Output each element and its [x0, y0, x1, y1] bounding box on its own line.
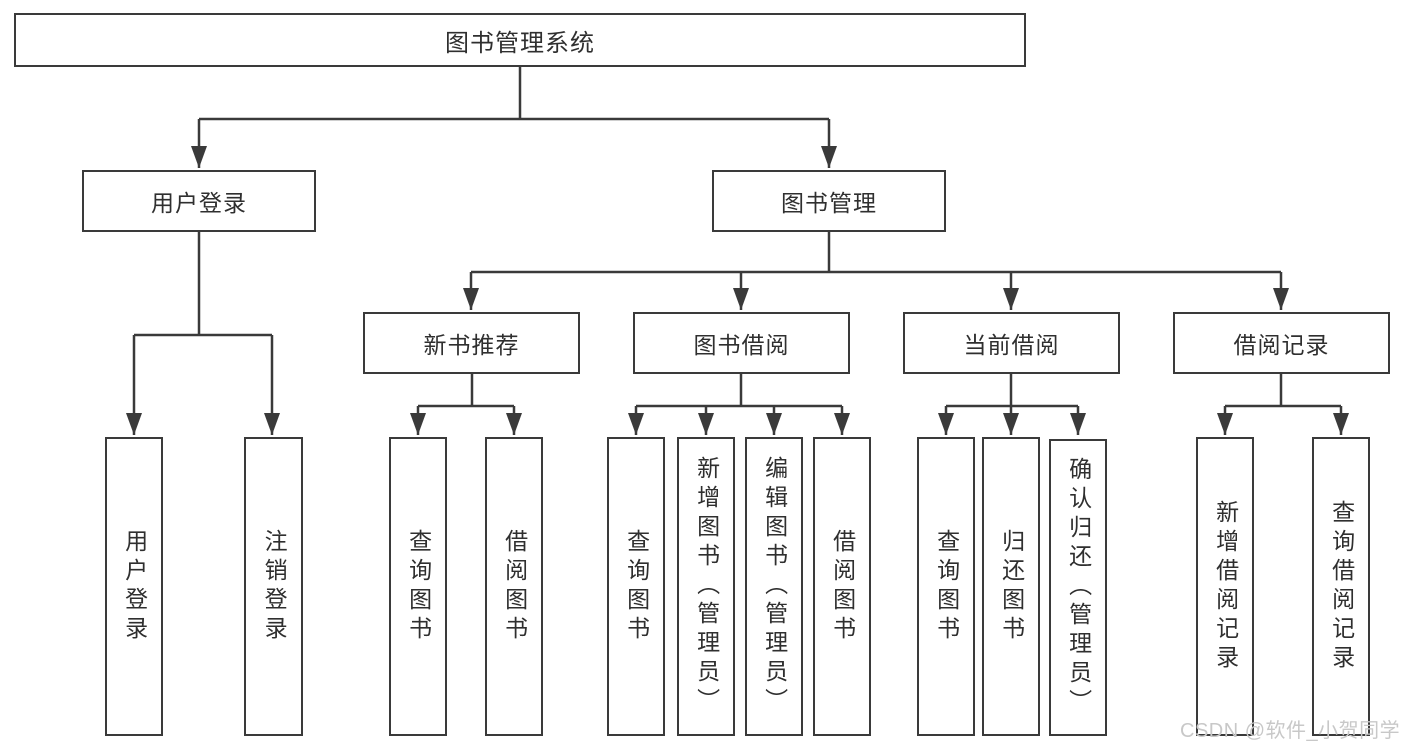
connector-records-to-leaves — [1225, 374, 1341, 408]
leaf-borrow-books-1: 借阅图书 — [485, 437, 543, 736]
leaf-add-books-admin: 新增图书（管理员） — [677, 437, 735, 736]
leaf-query-books-2: 查询图书 — [607, 437, 665, 736]
leaf-logout: 注销登录 — [244, 437, 303, 736]
leaf-query-borrow-record: 查询借阅记录 — [1312, 437, 1370, 736]
connector-borrow-to-leaves — [636, 374, 842, 408]
csdn-watermark: CSDN @软件_小贺同学 — [1180, 720, 1401, 742]
leaf-query-books-1: 查询图书 — [389, 437, 447, 736]
connector-userlogin-to-leaves — [134, 232, 272, 337]
leaf-confirm-return-admin: 确认归还（管理员） — [1049, 439, 1107, 736]
leaf-edit-books-admin: 编辑图书（管理员） — [745, 437, 803, 736]
node-borrowing-records: 借阅记录 — [1173, 312, 1390, 374]
node-book-management: 图书管理 — [712, 170, 946, 232]
node-book-borrowing: 图书借阅 — [633, 312, 850, 374]
node-new-book-recommendation: 新书推荐 — [363, 312, 580, 374]
leaf-add-borrow-record: 新增借阅记录 — [1196, 437, 1254, 736]
leaf-borrow-books-2: 借阅图书 — [813, 437, 871, 736]
connector-root-to-level2 — [199, 67, 829, 121]
node-current-borrowing: 当前借阅 — [903, 312, 1120, 374]
connector-bookmgmt-to-level3 — [471, 232, 1281, 274]
connector-current-to-leaves — [946, 374, 1078, 408]
leaf-user-login: 用户登录 — [105, 437, 163, 736]
connector-newbooks-to-leaves — [418, 374, 514, 408]
node-user-login: 用户登录 — [82, 170, 316, 232]
leaf-return-books: 归还图书 — [982, 437, 1040, 736]
leaf-query-books-3: 查询图书 — [917, 437, 975, 736]
node-library-management-system: 图书管理系统 — [14, 13, 1026, 67]
